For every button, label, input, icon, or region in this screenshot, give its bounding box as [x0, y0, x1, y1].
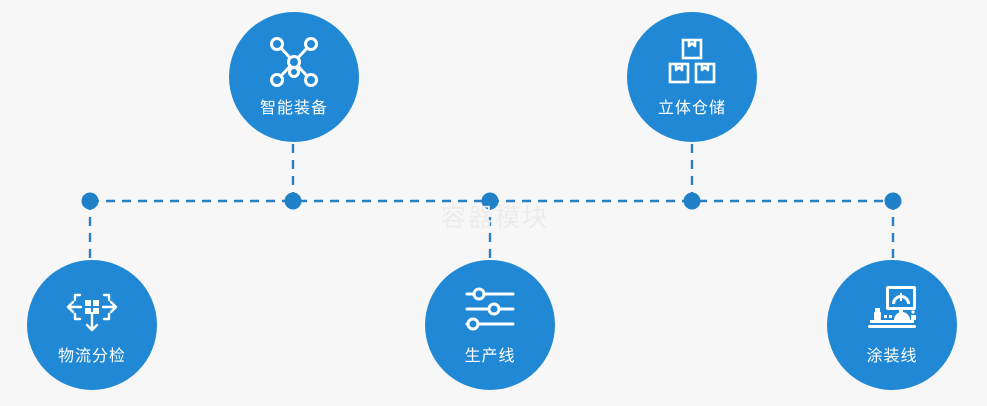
node-label-stereo-warehouse: 立体仓储: [657, 98, 726, 117]
spine-node-dot-1[interactable]: [81, 192, 99, 210]
spine-node-dot-4[interactable]: [683, 192, 701, 210]
node-logistics-sorting[interactable]: 物流分检: [27, 260, 157, 390]
node-label-logistics-sorting: 物流分检: [57, 346, 126, 365]
node-stereo-warehouse[interactable]: 立体仓储: [627, 12, 757, 142]
sliders-icon: [465, 287, 515, 331]
node-coating-line[interactable]: 涂装线: [827, 260, 957, 390]
center-watermark: 容器模块: [440, 203, 549, 232]
network-nodes-icon: [270, 37, 318, 87]
sorting-arrows-icon: [66, 293, 118, 332]
node-production-line[interactable]: 生产线: [425, 260, 555, 390]
factory-monitor-icon: [868, 286, 916, 328]
spine-node-dot-2[interactable]: [284, 192, 302, 210]
node-label-smart-equipment: 智能装备: [259, 98, 328, 117]
node-smart-equipment[interactable]: 智能装备: [229, 12, 359, 142]
node-label-coating-line: 涂装线: [866, 346, 918, 365]
stacked-boxes-icon: [668, 38, 716, 84]
node-label-production-line: 生产线: [464, 346, 516, 365]
spine-node-dot-5[interactable]: [884, 192, 902, 210]
